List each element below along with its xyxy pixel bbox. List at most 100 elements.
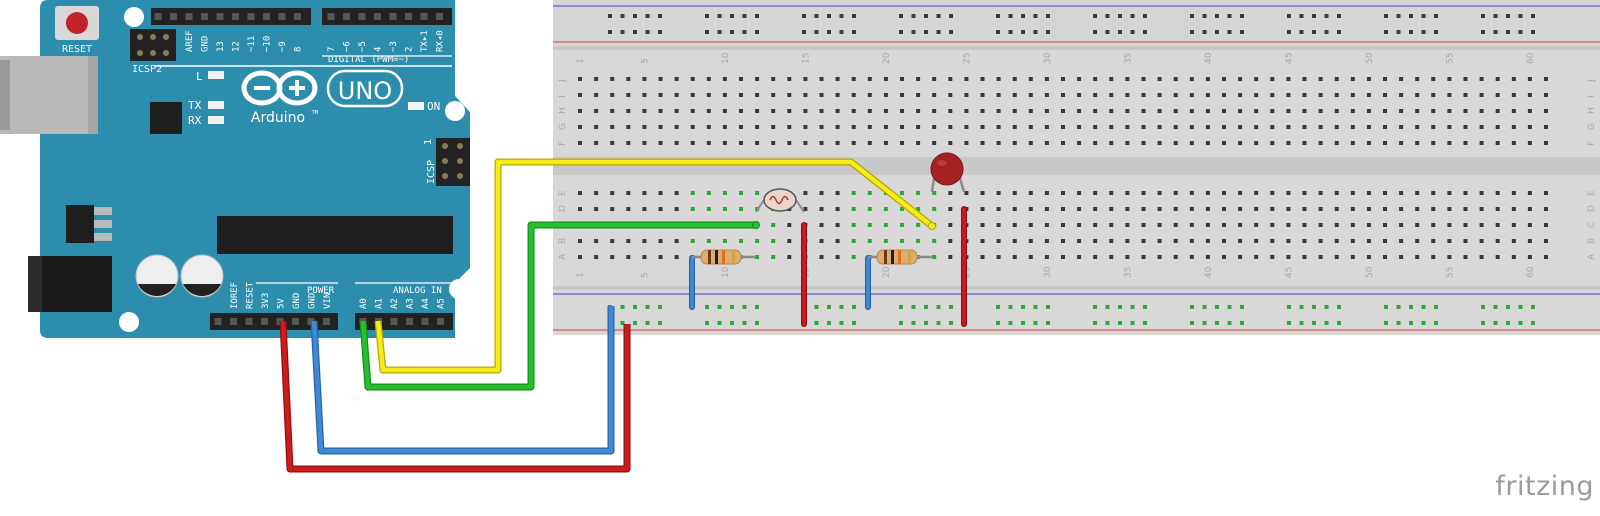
breadboard-hole[interactable] bbox=[867, 141, 872, 145]
breadboard-hole[interactable] bbox=[1495, 191, 1500, 195]
rail-hole[interactable] bbox=[911, 321, 916, 325]
breadboard-hole[interactable] bbox=[1415, 77, 1420, 81]
breadboard-hole[interactable] bbox=[739, 109, 743, 113]
breadboard-hole[interactable] bbox=[1254, 141, 1259, 145]
breadboard-hole[interactable] bbox=[1383, 125, 1387, 129]
breadboard-hole[interactable] bbox=[900, 223, 904, 227]
breadboard-hole[interactable] bbox=[835, 141, 840, 145]
rail-hole[interactable] bbox=[1190, 305, 1194, 309]
breadboard-hole[interactable] bbox=[1350, 255, 1355, 259]
rail-hole[interactable] bbox=[1506, 305, 1510, 309]
breadboard-hole[interactable] bbox=[1061, 223, 1065, 227]
breadboard-hole[interactable] bbox=[787, 77, 792, 81]
breadboard-hole[interactable] bbox=[1334, 239, 1339, 243]
rail-hole[interactable] bbox=[1434, 14, 1438, 18]
breadboard-hole[interactable] bbox=[996, 77, 1001, 81]
breadboard-hole[interactable] bbox=[610, 239, 615, 243]
rail-hole[interactable] bbox=[1324, 30, 1329, 34]
rail-hole[interactable] bbox=[1008, 305, 1013, 309]
breadboard-hole[interactable] bbox=[1222, 77, 1226, 81]
breadboard-hole[interactable] bbox=[980, 191, 985, 195]
breadboard-hole[interactable] bbox=[690, 109, 695, 113]
breadboard-hole[interactable] bbox=[851, 109, 856, 113]
rail-hole[interactable] bbox=[1021, 30, 1025, 34]
breadboard-hole[interactable] bbox=[1157, 255, 1162, 259]
breadboard-hole[interactable] bbox=[658, 141, 663, 145]
breadboard-hole[interactable] bbox=[1093, 93, 1098, 97]
breadboard-hole[interactable] bbox=[1366, 77, 1371, 81]
breadboard-hole[interactable] bbox=[1189, 109, 1194, 113]
breadboard-hole[interactable] bbox=[1189, 191, 1194, 195]
rail-hole[interactable] bbox=[802, 30, 806, 34]
breadboard-hole[interactable] bbox=[1495, 207, 1500, 211]
breadboard-hole[interactable] bbox=[1479, 223, 1484, 227]
rail-hole[interactable] bbox=[1008, 14, 1013, 18]
breadboard-hole[interactable] bbox=[1495, 125, 1500, 129]
breadboard-hole[interactable] bbox=[932, 207, 937, 211]
breadboard-hole[interactable] bbox=[1431, 77, 1436, 81]
breadboard-hole[interactable] bbox=[787, 125, 792, 129]
breadboard-hole[interactable] bbox=[1141, 207, 1146, 211]
breadboard-hole[interactable] bbox=[1447, 77, 1452, 81]
breadboard-hole[interactable] bbox=[1431, 239, 1436, 243]
rail-hole[interactable] bbox=[899, 14, 903, 18]
breadboard-hole[interactable] bbox=[1383, 207, 1387, 211]
rail-hole[interactable] bbox=[1227, 321, 1232, 325]
rail-hole[interactable] bbox=[1287, 305, 1291, 309]
breadboard-hole[interactable] bbox=[1511, 191, 1516, 195]
breadboard-hole[interactable] bbox=[739, 141, 743, 145]
breadboard-hole[interactable] bbox=[916, 125, 921, 129]
breadboard-hole[interactable] bbox=[755, 93, 760, 97]
breadboard-hole[interactable] bbox=[1334, 255, 1339, 259]
breadboard-hole[interactable] bbox=[1318, 125, 1323, 129]
rail-hole[interactable] bbox=[1396, 305, 1401, 309]
breadboard-hole[interactable] bbox=[1463, 109, 1468, 113]
breadboard-hole[interactable] bbox=[1511, 141, 1516, 145]
breadboard-hole[interactable] bbox=[851, 255, 856, 259]
breadboard-hole[interactable] bbox=[1527, 223, 1532, 227]
breadboard-hole[interactable] bbox=[1173, 207, 1178, 211]
breadboard-hole[interactable] bbox=[1109, 77, 1114, 81]
rail-hole[interactable] bbox=[802, 14, 806, 18]
breadboard-hole[interactable] bbox=[1044, 191, 1049, 195]
breadboard-hole[interactable] bbox=[626, 77, 631, 81]
breadboard-hole[interactable] bbox=[1479, 191, 1484, 195]
breadboard-hole[interactable] bbox=[1157, 191, 1162, 195]
breadboard-hole[interactable] bbox=[1093, 223, 1098, 227]
breadboard-hole[interactable] bbox=[594, 255, 599, 259]
breadboard-hole[interactable] bbox=[883, 77, 888, 81]
breadboard-hole[interactable] bbox=[1044, 207, 1049, 211]
breadboard-hole[interactable] bbox=[578, 191, 582, 195]
rail-hole[interactable] bbox=[1409, 30, 1413, 34]
breadboard-hole[interactable] bbox=[1254, 125, 1259, 129]
breadboard-hole[interactable] bbox=[835, 125, 840, 129]
rail-hole[interactable] bbox=[1046, 321, 1050, 325]
rail-hole[interactable] bbox=[852, 305, 856, 309]
rail-hole[interactable] bbox=[1384, 30, 1388, 34]
rail-hole[interactable] bbox=[996, 305, 1000, 309]
breadboard-hole[interactable] bbox=[980, 255, 985, 259]
breadboard-hole[interactable] bbox=[1350, 207, 1355, 211]
rail-hole[interactable] bbox=[1215, 30, 1219, 34]
breadboard-hole[interactable] bbox=[1157, 141, 1162, 145]
breadboard-hole[interactable] bbox=[916, 239, 921, 243]
rail-hole[interactable] bbox=[742, 14, 747, 18]
breadboard-hole[interactable] bbox=[1350, 141, 1355, 145]
breadboard-hole[interactable] bbox=[1399, 141, 1404, 145]
rail-hole[interactable] bbox=[1033, 305, 1038, 309]
rail-hole[interactable] bbox=[1384, 305, 1388, 309]
breadboard-hole[interactable] bbox=[1511, 77, 1516, 81]
breadboard-hole[interactable] bbox=[1302, 93, 1307, 97]
rail-hole[interactable] bbox=[1202, 321, 1207, 325]
rail-hole[interactable] bbox=[1493, 30, 1498, 34]
breadboard-hole[interactable] bbox=[932, 255, 937, 259]
breadboard-hole[interactable] bbox=[610, 141, 615, 145]
breadboard-hole[interactable] bbox=[578, 207, 582, 211]
breadboard-hole[interactable] bbox=[1479, 207, 1484, 211]
rail-hole[interactable] bbox=[1481, 305, 1485, 309]
breadboard-hole[interactable] bbox=[803, 207, 808, 211]
rail-hole[interactable] bbox=[1506, 30, 1510, 34]
breadboard-hole[interactable] bbox=[1044, 93, 1049, 97]
breadboard-hole[interactable] bbox=[1061, 141, 1065, 145]
breadboard-hole[interactable] bbox=[1544, 77, 1548, 81]
